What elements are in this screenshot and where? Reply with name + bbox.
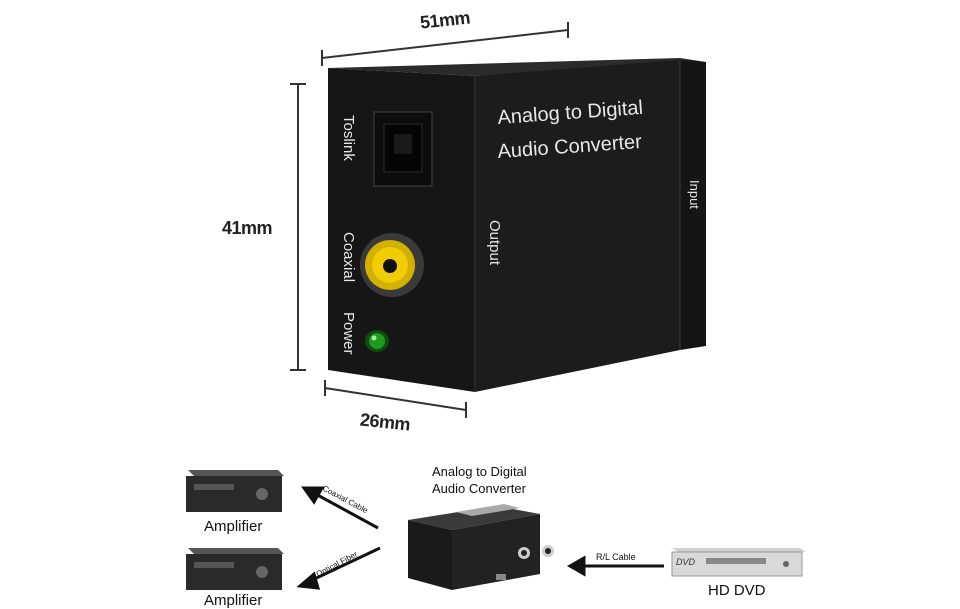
coaxial-rca-jack — [360, 233, 424, 297]
hd-dvd-player — [671, 548, 806, 577]
input-label: Input — [687, 180, 702, 209]
height-label: 41mm — [222, 218, 273, 238]
converter-small — [408, 504, 554, 590]
depth-dimension-line — [324, 387, 467, 411]
coaxial-label: Coaxial — [340, 232, 357, 282]
hd-dvd-label: HD DVD — [708, 582, 766, 599]
coaxial-arrow — [311, 490, 379, 530]
dvd-logo: DVD — [676, 557, 696, 567]
amplifier-label: Amplifier — [204, 518, 263, 535]
power-label: Power — [340, 312, 357, 355]
toslink-label: Toslink — [340, 115, 357, 161]
amplifier-top — [186, 470, 284, 512]
rl-cable-label: R/L Cable — [596, 552, 636, 562]
diagram-title-line2: Audio Converter — [432, 481, 526, 496]
width-dimension-line — [321, 29, 569, 59]
amplifier-label-bottom: Amplifier — [204, 592, 263, 609]
power-led — [365, 330, 389, 352]
amplifier-bottom — [186, 548, 284, 590]
optical-arrow — [307, 546, 381, 584]
toslink-port — [373, 111, 433, 187]
output-label: Output — [486, 220, 503, 266]
optical-fiber-label: Optical Fiber — [315, 549, 360, 578]
diagram-title-line1: Analog to Digital — [432, 464, 527, 479]
